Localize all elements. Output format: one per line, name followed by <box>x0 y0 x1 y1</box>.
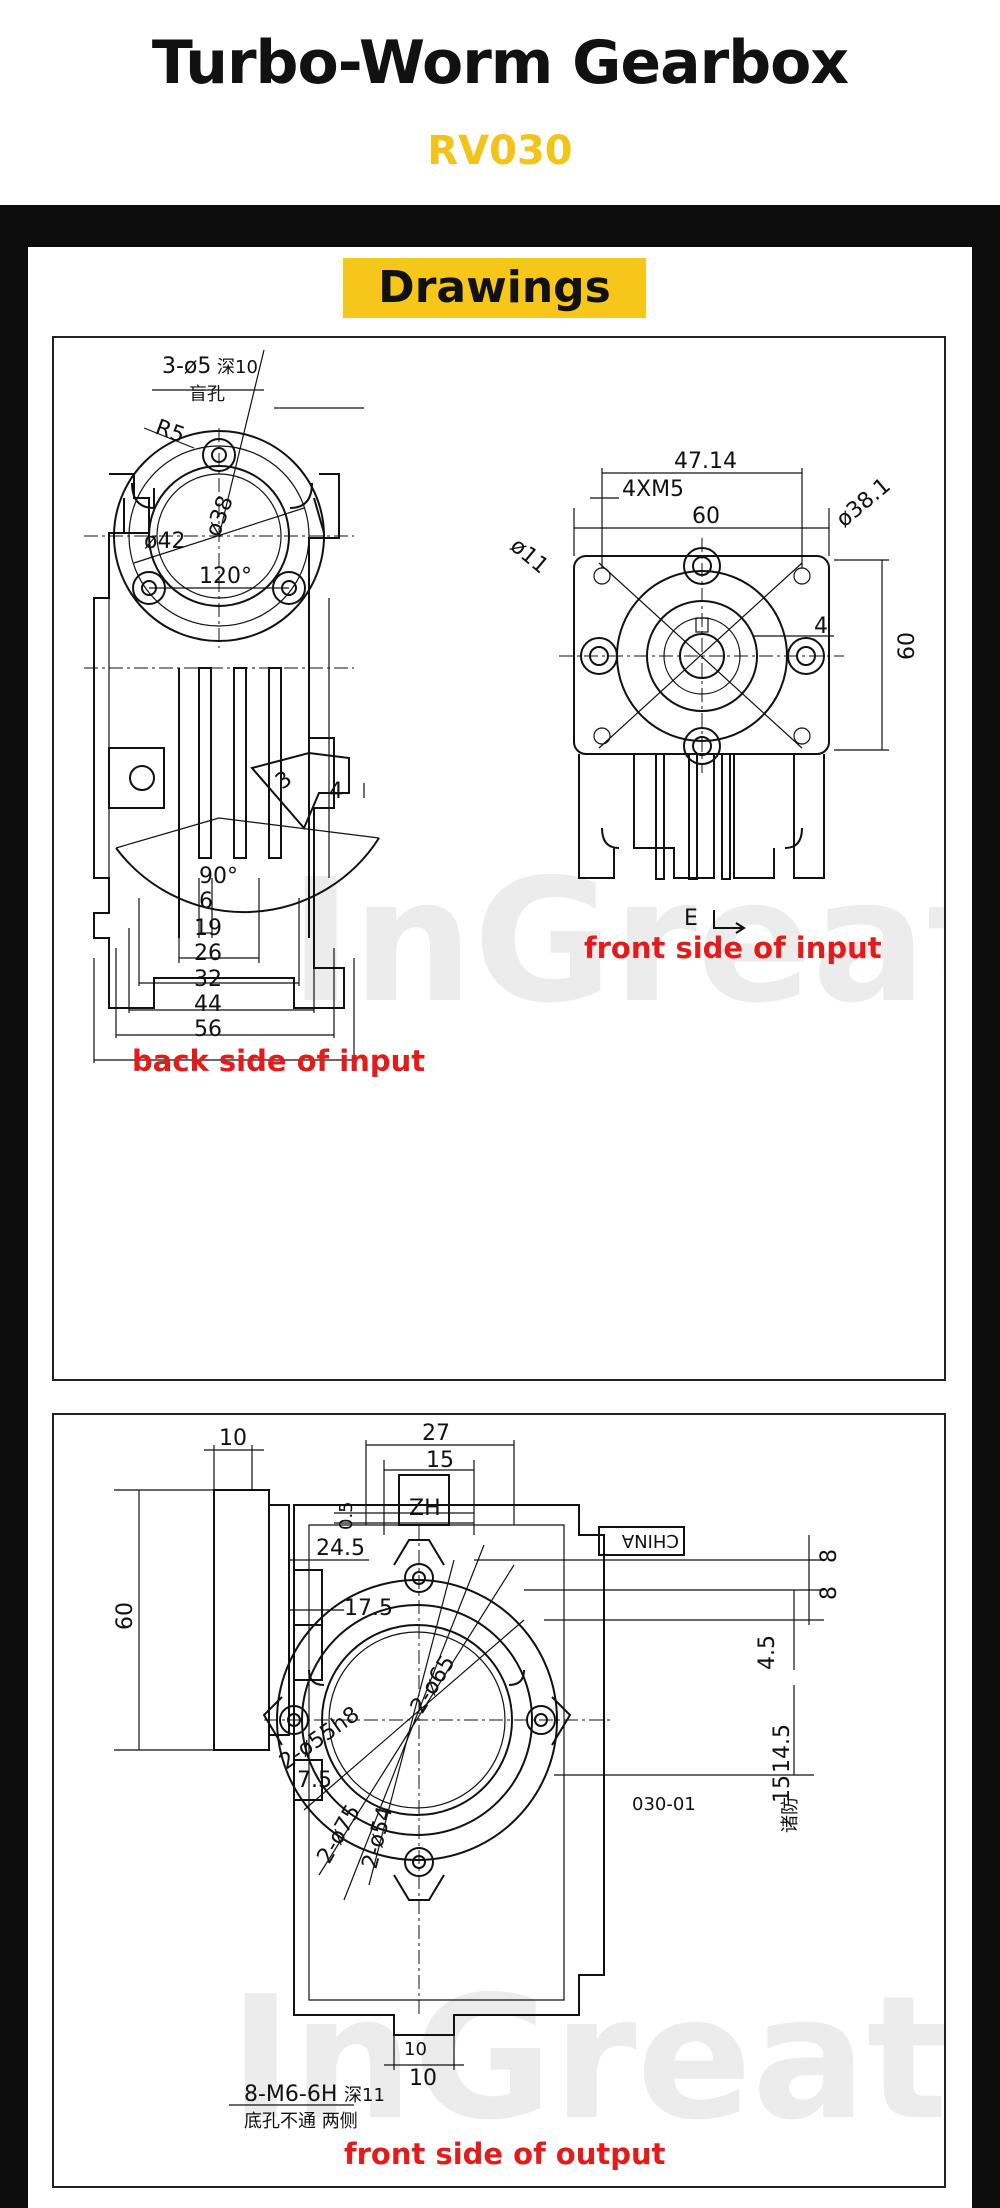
dim-47: 47.14 <box>674 449 737 474</box>
dim-r8a: 8 <box>817 1549 842 1563</box>
dim-holes-depth: 深11 <box>344 2085 385 2106</box>
dim-blind-hole: 盲孔 <box>189 384 225 405</box>
dim-d24: 24.5 <box>316 1536 365 1561</box>
input-drawings-box: InGreat <box>52 336 946 1381</box>
model-number: RV030 <box>427 128 573 174</box>
dim-60w: 60 <box>692 504 720 529</box>
dim-dia38-1: ø38.1 <box>832 473 896 532</box>
dim-t27: 27 <box>422 1421 450 1446</box>
dim-dia75: 2-ø75 <box>313 1801 366 1868</box>
dim-b10: 10 <box>409 2066 437 2091</box>
dim-4: 4 <box>329 779 343 804</box>
dim-r4: 4.5 <box>755 1635 780 1670</box>
dim-dia65: 2-ø65 <box>406 1651 461 1718</box>
caption-back-input: back side of input <box>132 1044 426 1078</box>
model-tag: 030-01 <box>632 1794 696 1815</box>
dim-dia38: ø38 <box>201 493 239 541</box>
caption-front-output: front side of output <box>344 2137 666 2171</box>
dim-d75: 7.5 <box>297 1768 332 1793</box>
dim-w32: 32 <box>194 967 222 992</box>
china-plate-text: CHINA <box>621 1530 679 1551</box>
dim-r15: 15 <box>770 1775 795 1803</box>
dim-thread: 4XM5 <box>622 477 684 502</box>
dim-h60: 60 <box>895 632 920 660</box>
note-anti: 诸防 <box>780 1797 801 1833</box>
dim-t10: 10 <box>219 1426 247 1451</box>
back-input-view <box>84 349 380 1063</box>
caption-front-input: front side of input <box>584 931 882 965</box>
dim-w56: 56 <box>194 1017 222 1042</box>
dim-3: 3 <box>271 766 297 795</box>
dim-r14: 14.5 <box>770 1724 795 1773</box>
front-output-view <box>114 1440 824 2106</box>
front-input-view <box>559 468 889 934</box>
dim-dia11: ø11 <box>505 533 553 579</box>
dim-holes-depth: 深10 <box>217 357 258 378</box>
dim-dia42: ø42 <box>144 529 185 554</box>
section-label: Drawings <box>343 258 646 318</box>
page-title: Turbo-Worm Gearbox <box>151 28 849 98</box>
dim-d17: 17.5 <box>344 1596 393 1621</box>
header: Turbo-Worm Gearbox RV030 <box>0 0 1000 205</box>
dim-angle90: 90° <box>199 864 238 889</box>
dim-key4: 4 <box>814 614 828 639</box>
dim-w44: 44 <box>194 992 222 1017</box>
dim-angle120: 120° <box>199 564 252 589</box>
output-drawing-svg: 10 27 15 ZH 0.5 24.5 60 CHINA 8 8 17.5 4… <box>113 1421 842 2132</box>
input-drawings-svg: 3-ø5 深10 盲孔 R5 ø38 ø42 120° 3 4 90° 6 19… <box>84 349 920 1063</box>
dim-r8b: 8 <box>817 1586 842 1600</box>
dim-d05: 0.5 <box>336 1501 357 1530</box>
dim-h60: 60 <box>113 1602 138 1630</box>
dim-w19: 19 <box>194 916 222 941</box>
dim-w26: 26 <box>194 941 222 966</box>
output-drawing-box: InGreat <box>52 1413 946 2188</box>
dim-t15: 15 <box>426 1448 454 1473</box>
dim-holes: 3-ø5 <box>162 354 211 379</box>
watermark: InGreat <box>289 843 946 1041</box>
dim-b10small: 10 <box>404 2039 427 2060</box>
dim-w6: 6 <box>199 889 213 914</box>
watermark: InGreat <box>229 1960 946 2158</box>
view-e-label: E <box>684 906 698 931</box>
dim-zh: ZH <box>409 1496 441 1521</box>
note-holes: 底孔不通 两侧 <box>244 2111 358 2132</box>
dim-holes: 8-M6-6H <box>244 2082 337 2107</box>
